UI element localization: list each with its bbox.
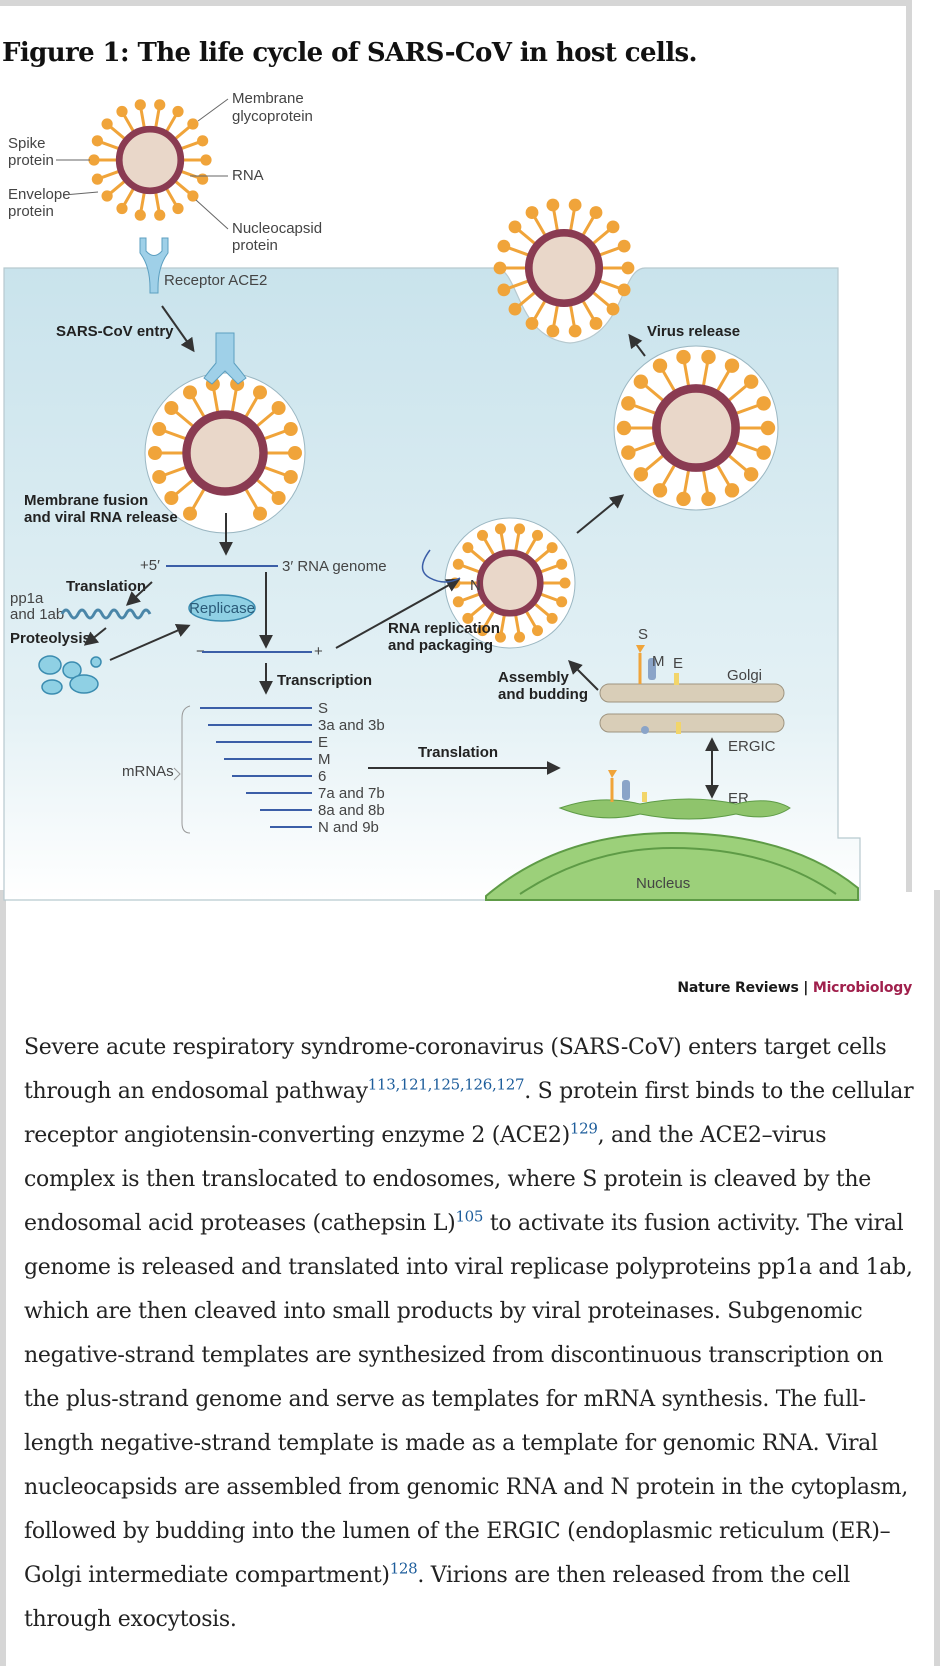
replicase-enzyme [188, 594, 256, 622]
nucleus [485, 831, 859, 901]
label-ergic: ERGIC [728, 738, 776, 755]
label-assembly-1: Assembly [498, 669, 570, 686]
virion-extracellular [88, 99, 212, 221]
label-nucleocapsid-2: protein [232, 237, 278, 254]
mrna-label: S [318, 700, 328, 717]
label-envelope-1: Envelope [8, 186, 71, 203]
er-proteins [608, 770, 647, 802]
label-membrane-2: glycoprotein [232, 108, 313, 125]
frame-right-border-lower [934, 890, 940, 1666]
label-fusion-2: and viral RNA release [24, 509, 178, 526]
caption-part-1: Severe acute respiratory syndrome-corona… [24, 1035, 887, 1104]
credit-source: Nature Reviews [677, 980, 799, 996]
cleaved-products [38, 655, 102, 695]
caption-part-4: to activate its fusion activity. The vir… [24, 1211, 913, 1588]
mrna-label: 8a and 8b [318, 802, 385, 819]
label-rna: RNA [232, 167, 264, 184]
frame-left-border [0, 890, 6, 1666]
label-assembly-2: and budding [498, 686, 588, 703]
label-translation-mid: Translation [418, 744, 498, 761]
virion-vesicle [613, 345, 779, 511]
endosome-receptor [203, 332, 247, 385]
label-mrnas: mRNAs [122, 763, 174, 780]
mrna-label: 3a and 3b [318, 717, 385, 734]
figure-caption: Severe acute respiratory syndrome-corona… [24, 1026, 919, 1642]
credit-journal: Microbiology [812, 980, 912, 996]
polyprotein-coil [60, 608, 152, 620]
label-minus: − [196, 643, 205, 660]
frame-top-border [0, 0, 912, 6]
label-m: M [652, 653, 665, 670]
label-rna-replication-2: and packaging [388, 637, 493, 654]
label-pp1a: pp1a [10, 590, 44, 607]
label-rna-replication-1: RNA replication [388, 620, 500, 637]
label-proteolysis: Proteolysis [10, 630, 91, 647]
mrna-label: N and 9b [318, 819, 379, 836]
reference-link-3[interactable]: 105 [455, 1207, 484, 1226]
label-golgi: Golgi [727, 667, 762, 684]
label-plus: + [314, 643, 323, 660]
life-cycle-diagram: Membrane glycoprotein RNA Nucleocapsid p… [3, 90, 861, 901]
caption-part-5: . Virions are then released from the cel… [24, 1563, 851, 1632]
credit-separator: | [798, 980, 813, 996]
reference-link-1[interactable]: 113,121,125,126,127 [367, 1075, 525, 1094]
label-rna-genome: 3′ RNA genome [282, 558, 387, 575]
mrna-label: E [318, 734, 328, 751]
mrna-label: 6 [318, 768, 326, 785]
label-replicase: Replicase [189, 600, 255, 617]
label-membrane-1: Membrane [232, 90, 304, 107]
reference-link-4[interactable]: 128 [389, 1559, 418, 1578]
golgi-proteins [636, 645, 681, 734]
virion-releasing [493, 198, 635, 338]
label-e: E [673, 655, 683, 672]
label-entry: SARS-CoV entry [56, 323, 174, 340]
label-n: N [470, 577, 481, 594]
virion-endosome [144, 372, 306, 534]
label-nucleocapsid-1: Nucleocapsid [232, 220, 322, 237]
figure-credit: Nature Reviews | Microbiology [677, 980, 912, 996]
label-transcription: Transcription [277, 672, 372, 689]
label-receptor: Receptor ACE2 [164, 272, 267, 289]
label-and-1ab: and 1ab [10, 606, 64, 623]
label-s: S [638, 626, 648, 643]
golgi-cisterna-2 [599, 713, 785, 733]
endoplasmic-reticulum [558, 798, 791, 820]
label-plus5: +5′ [140, 557, 160, 574]
mrna-label: M [318, 751, 331, 768]
golgi-cisterna-1 [599, 683, 785, 703]
label-fusion-1: Membrane fusion [24, 492, 148, 509]
frame-right-border [906, 0, 912, 892]
label-spike-2: protein [8, 152, 54, 169]
reference-link-2[interactable]: 129 [569, 1119, 598, 1138]
receptor-ace2 [139, 237, 169, 294]
label-virus-release: Virus release [647, 323, 740, 340]
label-envelope-2: protein [8, 203, 54, 220]
assembly-vesicle [444, 517, 576, 649]
mrna-label: 7a and 7b [318, 785, 385, 802]
caption-part-2: . S protein first binds to the cellular … [24, 1079, 914, 1148]
figure-title: Figure 1: The life cycle of SARS-CoV in … [2, 38, 698, 68]
label-nucleus: Nucleus [636, 875, 690, 892]
label-translation-top: Translation [66, 578, 146, 595]
caption-part-3: , and the ACE2–virus complex is then tra… [24, 1123, 871, 1236]
label-spike-1: Spike [8, 135, 46, 152]
